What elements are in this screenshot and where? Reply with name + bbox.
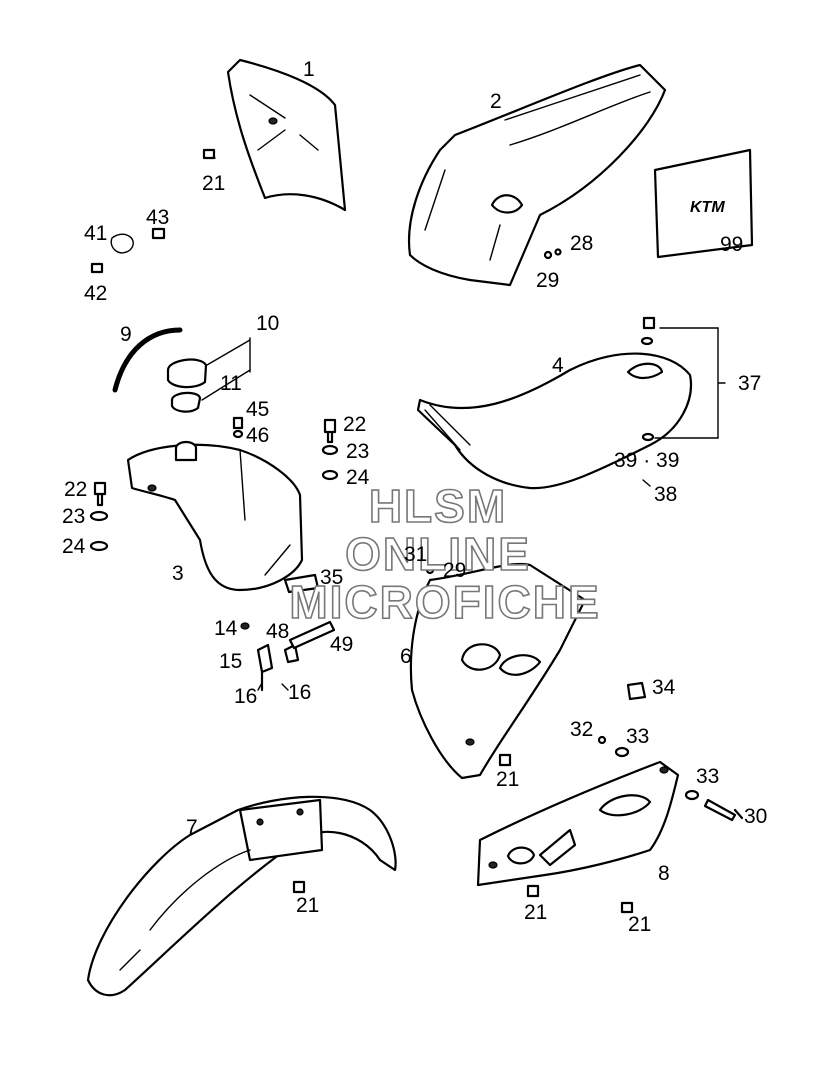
label-9: 9 (120, 323, 132, 346)
label-21-c: 21 (296, 894, 319, 917)
part-45 (232, 416, 244, 430)
part-rear-fender (408, 63, 667, 287)
label-46: 46 (246, 424, 269, 447)
label-1: 1 (303, 58, 315, 81)
part-30-bolt (703, 798, 744, 822)
label-41: 41 (84, 222, 107, 245)
label-28: 28 (570, 232, 593, 255)
label-16-a: 16 (234, 685, 257, 708)
label-99: 99 (720, 233, 743, 256)
watermark-line2: ONLINE (345, 528, 531, 580)
label-22-a: 22 (343, 413, 366, 436)
decal-text: KTM (690, 199, 725, 216)
label-10: 10 (256, 312, 279, 335)
callout-labels: 1 2 99 21 43 41 42 28 29 9 10 11 4 37 45… (62, 58, 767, 936)
label-21-a: 21 (202, 172, 225, 195)
label-48: 48 (266, 620, 289, 643)
label-37: 37 (738, 372, 761, 395)
label-45: 45 (246, 398, 269, 421)
part-vent-hose (112, 327, 183, 393)
label-8: 8 (658, 862, 670, 885)
label-11: 11 (220, 372, 242, 395)
part-24-top (321, 469, 339, 481)
part-23-left (89, 510, 109, 522)
label-33-a: 33 (626, 725, 649, 748)
part-front-fender (86, 795, 397, 997)
part-48 (283, 643, 300, 664)
part-33b (684, 789, 700, 801)
part-21-fender7 (292, 880, 306, 894)
part-fuel-cap (166, 337, 251, 413)
label-21-b: 21 (496, 768, 519, 791)
part-16 (257, 682, 289, 691)
watermark-line3: MICROFICHE (289, 576, 600, 628)
label-29-b: 29 (443, 559, 466, 582)
part-23-top (321, 444, 339, 456)
part-28 (543, 250, 553, 260)
label-34: 34 (652, 676, 676, 699)
label-2: 2 (490, 90, 502, 113)
part-37-screw (642, 316, 656, 330)
label-30: 30 (744, 805, 767, 828)
part-39-washer (641, 432, 655, 442)
label-21-e: 21 (628, 913, 651, 936)
part-35 (283, 573, 320, 594)
label-3: 3 (172, 562, 184, 585)
part-cable-tie (110, 233, 134, 254)
screw-21-top (202, 148, 216, 160)
part-29a (554, 248, 562, 256)
label-21-d: 21 (524, 901, 547, 924)
label-33-b: 33 (696, 765, 719, 788)
label-38: 38 (654, 483, 677, 506)
label-23-b: 23 (62, 505, 85, 528)
label-23-a: 23 (346, 440, 369, 463)
part-37-washer (640, 336, 654, 346)
label-16-b: 16 (288, 681, 311, 704)
part-32 (597, 735, 607, 745)
label-6: 6 (400, 645, 412, 668)
part-46 (232, 429, 244, 439)
watermark-line1: HLSM (369, 480, 507, 532)
part-33a (614, 746, 630, 758)
part-14 (240, 622, 250, 630)
label-29-a: 29 (536, 269, 559, 292)
part-21-panel8b (620, 901, 634, 914)
part-21-panel6 (498, 753, 512, 767)
label-22-b: 22 (64, 478, 87, 501)
label-4: 4 (552, 354, 564, 377)
label-42: 42 (84, 282, 107, 305)
part-22-top (323, 418, 337, 444)
part-side-panel-right (476, 760, 680, 887)
part-side-panel-left (409, 562, 587, 780)
part-seat (416, 352, 693, 490)
part-21-panel8a (526, 884, 540, 898)
part-49-hose (288, 620, 336, 650)
label-31: 31 (404, 543, 427, 566)
label-49: 49 (330, 633, 353, 656)
part-number-plate (226, 58, 347, 212)
part-24-left (89, 540, 109, 552)
label-43: 43 (146, 206, 169, 229)
part-38 (642, 479, 651, 487)
label-24-a: 24 (346, 466, 370, 489)
watermark: HLSM ONLINE MICROFICHE (289, 479, 600, 629)
label-14: 14 (214, 617, 238, 640)
part-34 (626, 681, 647, 701)
label-32: 32 (570, 718, 593, 741)
label-35: 35 (320, 566, 343, 589)
label-24-b: 24 (62, 535, 86, 558)
part-screw-42 (90, 262, 104, 274)
label-15: 15 (219, 650, 242, 673)
label-39: 39 · 39 (614, 449, 679, 472)
part-decal: KTM (653, 148, 754, 259)
part-15-fuel-tap (256, 643, 274, 692)
label-7: 7 (186, 816, 198, 839)
part-fuel-tank (126, 440, 304, 592)
part-nut-43 (151, 227, 166, 240)
part-22-left (93, 481, 107, 507)
part-31 (425, 565, 435, 575)
